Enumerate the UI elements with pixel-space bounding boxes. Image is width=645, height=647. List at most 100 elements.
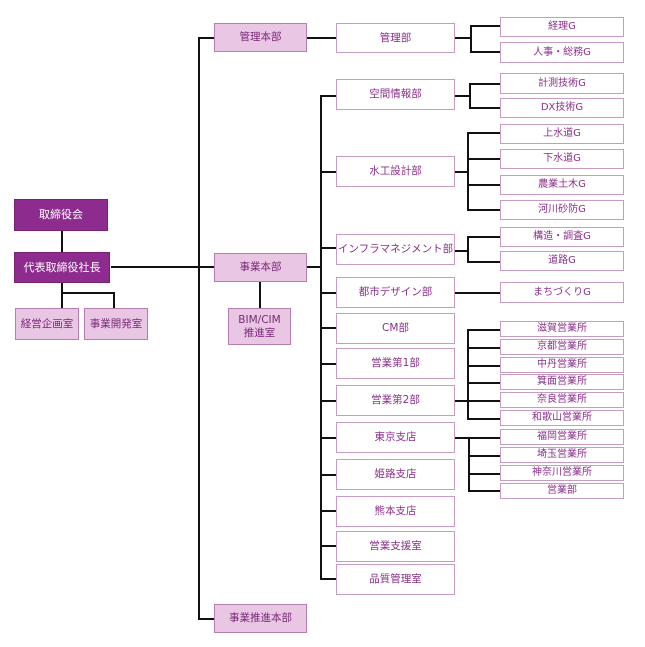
connector-line xyxy=(320,474,336,476)
dept-box-urban-design[interactable]: 都市デザイン部 xyxy=(336,277,455,308)
admin-hq-box[interactable]: 管理本部 xyxy=(214,23,307,52)
group-box[interactable]: 構造・調査G xyxy=(500,227,624,247)
sales-office-box[interactable]: 埼玉営業所 xyxy=(500,447,624,463)
dept-box-quality-control[interactable]: 品質管理室 xyxy=(336,564,455,595)
connector-line xyxy=(469,107,500,109)
connector-line xyxy=(468,490,500,492)
connector-line xyxy=(467,329,469,419)
connector-line xyxy=(467,400,500,402)
corporate-planning-box[interactable]: 経営企画室 xyxy=(15,308,79,340)
sales-office-box[interactable]: 和歌山営業所 xyxy=(500,410,624,426)
connector-line xyxy=(467,382,500,384)
connector-line xyxy=(320,437,336,439)
dept-box-himeji-branch[interactable]: 姫路支店 xyxy=(336,459,455,490)
admin-dept-box[interactable]: 管理部 xyxy=(336,23,455,53)
connector-line xyxy=(467,209,500,211)
connector-line xyxy=(320,545,336,547)
connector-line xyxy=(468,437,500,439)
connector-line xyxy=(320,363,336,365)
connector-line xyxy=(467,347,500,349)
dept-box-tokyo-branch[interactable]: 東京支店 xyxy=(336,422,455,453)
connector-line xyxy=(455,400,469,402)
dept-box-infra-management[interactable]: インフラマネジメント部 xyxy=(336,234,455,265)
connector-line xyxy=(320,292,336,294)
connector-line xyxy=(320,327,336,329)
connector-line xyxy=(469,83,471,109)
connector-line xyxy=(470,51,500,53)
group-box[interactable]: 人事・総務G xyxy=(500,42,624,63)
group-box[interactable]: 上水道G xyxy=(500,124,624,144)
connector-line xyxy=(467,365,500,367)
sales-office-box[interactable]: 福岡営業所 xyxy=(500,429,624,445)
sales-office-box[interactable]: 箕面営業所 xyxy=(500,374,624,390)
connector-line xyxy=(320,510,336,512)
dept-box-sales-2[interactable]: 営業第2部 xyxy=(336,385,455,416)
connector-line xyxy=(467,329,500,331)
board-of-directors-box[interactable]: 取締役会 xyxy=(14,199,108,231)
connector-line xyxy=(470,25,500,27)
dept-box-cm[interactable]: CM部 xyxy=(336,313,455,344)
connector-line xyxy=(467,132,500,134)
sales-office-box[interactable]: 中丹営業所 xyxy=(500,357,624,373)
dept-box-hydraulic-design[interactable]: 水工設計部 xyxy=(336,156,455,187)
bim-cim-label-line2: 推進室 xyxy=(243,326,276,339)
connector-line xyxy=(455,250,469,252)
group-box[interactable]: 道路G xyxy=(500,251,624,271)
connector-line xyxy=(455,171,468,173)
connector-line xyxy=(455,292,500,294)
dept-box-kumamoto-branch[interactable]: 熊本支店 xyxy=(336,496,455,527)
connector-line xyxy=(467,418,500,420)
connector-line xyxy=(113,292,115,308)
connector-line xyxy=(455,437,470,439)
connector-line xyxy=(455,37,471,39)
president-box[interactable]: 代表取締役社長 xyxy=(14,252,110,283)
dept-box-spatial-info[interactable]: 空間情報部 xyxy=(336,79,455,110)
connector-line xyxy=(198,37,200,620)
sales-office-box[interactable]: 奈良営業所 xyxy=(500,392,624,408)
connector-line xyxy=(61,282,63,308)
connector-line xyxy=(307,37,336,39)
business-hq-box[interactable]: 事業本部 xyxy=(214,253,307,282)
connector-line xyxy=(468,437,470,492)
sales-office-box[interactable]: 営業部 xyxy=(500,483,624,499)
group-box[interactable]: 経理G xyxy=(500,17,624,37)
dept-box-sales-1[interactable]: 営業第1部 xyxy=(336,348,455,379)
sales-office-box[interactable]: 神奈川営業所 xyxy=(500,465,624,481)
group-box[interactable]: DX技術G xyxy=(500,98,624,118)
connector-line xyxy=(467,132,469,211)
business-promotion-hq-box[interactable]: 事業推進本部 xyxy=(214,604,307,633)
connector-line xyxy=(259,282,261,308)
connector-line xyxy=(320,171,336,173)
connector-line xyxy=(320,578,336,580)
group-box[interactable]: 計測技術G xyxy=(500,73,624,94)
group-box[interactable]: まちづくりG xyxy=(500,282,624,303)
sales-office-box[interactable]: 京都営業所 xyxy=(500,339,624,355)
connector-line xyxy=(320,247,336,249)
connector-line xyxy=(468,455,500,457)
group-box[interactable]: 下水道G xyxy=(500,149,624,169)
bim-cim-office-box[interactable]: BIM/CIM 推進室 xyxy=(228,308,291,345)
group-box[interactable]: 農業土木G xyxy=(500,175,624,195)
sales-office-box[interactable]: 滋賀営業所 xyxy=(500,321,624,337)
connector-line xyxy=(320,95,322,579)
connector-line xyxy=(61,231,63,253)
connector-line xyxy=(468,473,500,475)
connector-line xyxy=(467,236,469,263)
group-box[interactable]: 河川砂防G xyxy=(500,200,624,220)
connector-line xyxy=(320,95,336,97)
connector-line xyxy=(111,266,214,268)
connector-line xyxy=(198,618,214,620)
connector-line xyxy=(470,25,472,53)
connector-line xyxy=(320,400,336,402)
connector-line xyxy=(467,236,500,238)
connector-line xyxy=(198,37,214,39)
connector-line xyxy=(467,184,500,186)
connector-line xyxy=(307,266,321,268)
bim-cim-label-line1: BIM/CIM xyxy=(238,313,281,326)
dept-box-sales-support[interactable]: 営業支援室 xyxy=(336,531,455,562)
connector-line xyxy=(467,261,500,263)
connector-line xyxy=(467,158,500,160)
business-development-box[interactable]: 事業開発室 xyxy=(84,308,148,340)
connector-line xyxy=(61,292,115,294)
connector-line xyxy=(469,83,500,85)
